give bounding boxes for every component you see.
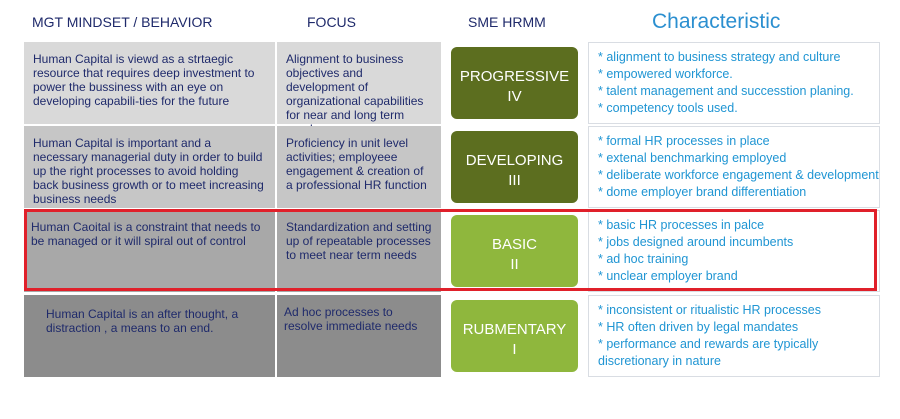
focus-text: Alignment to business objectives and dev… <box>286 52 424 136</box>
column-divider <box>275 42 277 124</box>
characteristic-item: * unclear employer brand <box>598 269 738 283</box>
characteristic-item: * jobs designed around incumbents <box>598 235 794 249</box>
focus-text: Proficiency in unit level activities; em… <box>286 136 427 192</box>
characteristic-item: * competency tools used. <box>598 101 738 115</box>
row-band <box>24 42 441 124</box>
characteristic-item: * talent management and successtion plan… <box>598 84 854 98</box>
row-band <box>24 126 441 208</box>
focus-text: Ad hoc processes to resolve immediate ne… <box>284 305 418 333</box>
header-characteristic: Characteristic <box>652 10 781 33</box>
row-band <box>24 210 441 292</box>
characteristics-box: * inconsistent or ritualistic HR process… <box>588 295 880 377</box>
column-divider <box>275 210 277 292</box>
level-box-developing: DEVELOPING III <box>451 131 578 203</box>
header-sme-hrmm: SME HRMM <box>468 14 546 30</box>
level-box-basic: BASIC II <box>451 215 578 287</box>
header-focus: FOCUS <box>307 14 356 30</box>
header-mgt-mindset: MGT MINDSET / BEHAVIOR <box>32 14 213 30</box>
row-band <box>24 295 441 377</box>
characteristic-item: * HR often driven by legal mandates <box>598 320 799 334</box>
characteristic-item: * extenal benchmarking employed <box>598 151 787 165</box>
level-roman: III <box>508 172 521 189</box>
characteristic-item: * deliberate workforce engagement & deve… <box>598 168 879 182</box>
characteristic-item: * formal HR processes in place <box>598 134 770 148</box>
mindset-text: Human Capital is viewd as a strtaegic re… <box>33 52 255 108</box>
characteristic-item: * inconsistent or ritualistic HR process… <box>598 303 821 317</box>
level-roman: I <box>512 341 517 358</box>
characteristics-box: * alignment to business strategy and cul… <box>588 42 880 124</box>
characteristic-item: * ad hoc training <box>598 252 689 266</box>
mindset-text: Human Capital is an after thought, a dis… <box>46 307 239 335</box>
focus-text: Standardization and setting up of repeat… <box>286 220 432 262</box>
mindset-text: Human Capital is important and a necessa… <box>33 136 264 206</box>
column-divider <box>275 295 277 377</box>
level-name: PROGRESSIVE <box>459 68 570 85</box>
characteristics-box: * formal HR processes in place * extenal… <box>588 126 880 208</box>
characteristic-item: * empowered workforce. <box>598 67 733 81</box>
characteristic-item: * basic HR processes in palce <box>598 218 765 232</box>
level-name: RUBMENTARY <box>462 321 567 338</box>
level-roman: IV <box>507 88 522 105</box>
column-divider <box>275 126 277 208</box>
characteristic-item: * dome employer brand differentiation <box>598 185 807 199</box>
mindset-text: Human Caoital is a constraint that needs… <box>31 220 261 248</box>
basic-row-highlight-frame <box>24 209 877 291</box>
characteristic-item: * alignment to business strategy and cul… <box>598 50 841 64</box>
level-name: BASIC <box>491 236 537 253</box>
level-roman: II <box>510 256 519 273</box>
level-box-rubmentary: RUBMENTARY I <box>451 300 578 372</box>
level-box-progressive: PROGRESSIVE IV <box>451 47 578 119</box>
characteristic-item: * performance and rewards are typically … <box>598 337 819 368</box>
level-name: DEVELOPING <box>465 152 564 169</box>
